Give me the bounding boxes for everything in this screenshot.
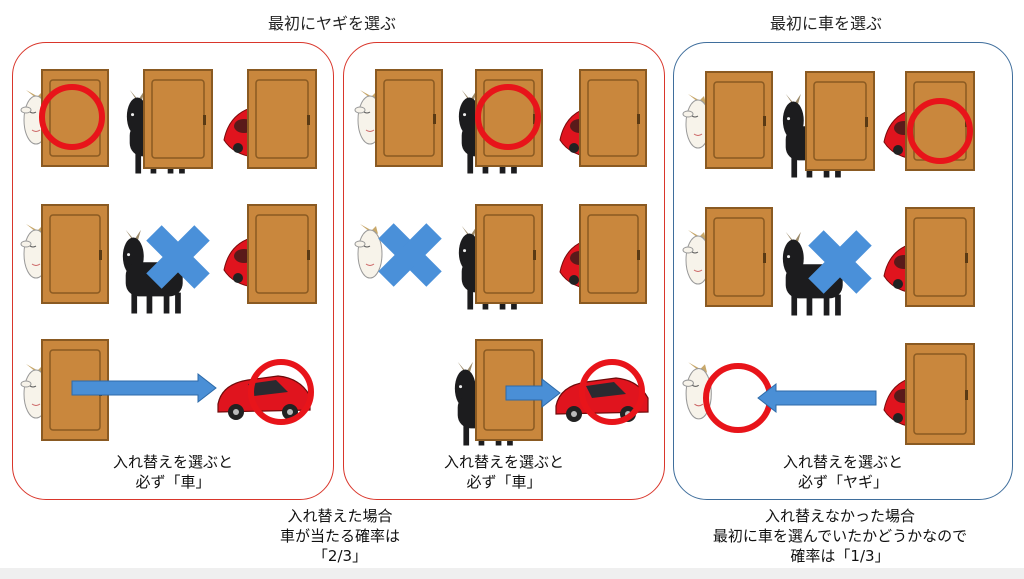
switch-conclusion: 入れ替えた場合 車が当たる確率は 「2/3」 — [180, 506, 500, 566]
door-icon — [705, 71, 773, 169]
panel-goat-first-a-note: 入れ替えを選ぶと 必ず「車」 — [12, 452, 334, 492]
door-icon — [41, 204, 109, 304]
choice-circle-icon — [579, 359, 645, 425]
choice-circle-icon — [39, 84, 105, 150]
door-icon — [905, 343, 975, 445]
opened-cross-icon — [378, 223, 442, 287]
switch-arrow-icon — [71, 372, 217, 404]
stay-conclusion: 入れ替えなかった場合 最初に車を選んでいたかどうかなので 確率は「1/3」 — [660, 506, 1020, 566]
note-line-1: 入れ替えを選ぶと — [112, 453, 233, 471]
door-icon — [475, 204, 543, 304]
note-line-2: 必ず「車」 — [135, 473, 211, 491]
note-line-2: 必ず「ヤギ」 — [797, 473, 888, 491]
stay-conclusion-line-1: 入れ替えなかった場合 — [764, 507, 915, 525]
door-icon — [579, 69, 647, 167]
switch-conclusion-line-3: 「2/3」 — [312, 547, 368, 565]
choice-circle-icon — [248, 359, 314, 425]
switch-arrow-icon — [757, 382, 877, 414]
car-icon — [217, 375, 311, 420]
panel-car-first-note: 入れ替えを選ぶと 必ず「ヤギ」 — [673, 452, 1013, 492]
note-line-1: 入れ替えを選ぶと — [782, 453, 903, 471]
door-icon — [805, 71, 875, 171]
switch-conclusion-line-1: 入れ替えた場合 — [287, 507, 393, 525]
door-icon — [247, 69, 317, 169]
switch-arrow-icon — [505, 377, 561, 409]
heading-goat-first: 最初にヤギを選ぶ — [268, 14, 397, 33]
panel-goat-first-b-note: 入れ替えを選ぶと 必ず「車」 — [343, 452, 665, 492]
opened-cross-icon — [146, 225, 210, 289]
panel-car-first — [673, 42, 1013, 500]
bottom-strip — [0, 568, 1024, 579]
door-icon — [905, 207, 975, 307]
panel-goat-first-a — [12, 42, 334, 500]
stay-conclusion-line-3: 確率は「1/3」 — [790, 547, 890, 565]
goat-icon — [354, 223, 383, 279]
stay-conclusion-line-2: 最初に車を選んでいたかどうかなので — [712, 527, 968, 545]
door-icon — [905, 71, 975, 171]
door-icon — [705, 207, 773, 307]
switch-conclusion-line-2: 車が当たる確率は — [279, 527, 400, 545]
opened-cross-icon — [808, 230, 872, 294]
note-line-1: 入れ替えを選ぶと — [443, 453, 564, 471]
panel-goat-first-b — [343, 42, 665, 500]
door-icon — [143, 69, 213, 169]
heading-car-first: 最初に車を選ぶ — [770, 14, 883, 33]
choice-circle-icon — [475, 84, 541, 150]
note-line-2: 必ず「車」 — [466, 473, 542, 491]
door-icon — [247, 204, 317, 304]
choice-circle-icon — [907, 98, 973, 164]
door-icon — [375, 69, 443, 167]
door-icon — [579, 204, 647, 304]
